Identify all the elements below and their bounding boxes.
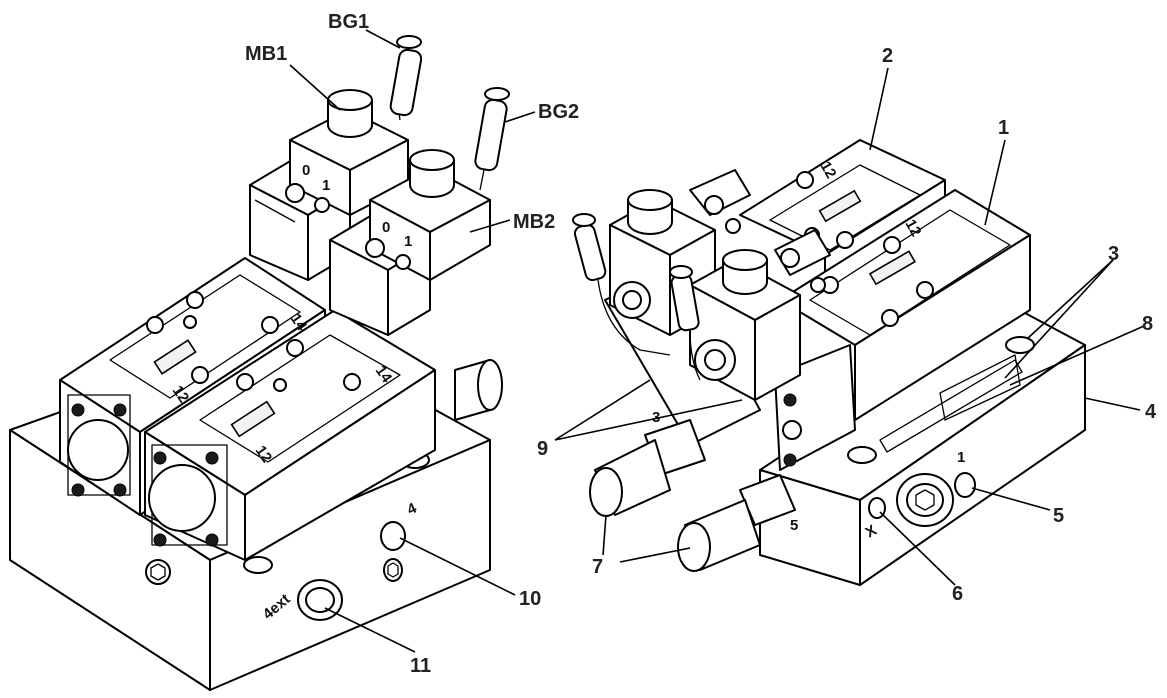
- left-assembly: 4 4ext 14 14 12 12 0 1 0 1 BG1 MB1 BG2 M…: [9, 11, 579, 691]
- leader-9a: [554, 379, 651, 441]
- leader-7a: [602, 514, 607, 556]
- label-6: 6: [952, 583, 963, 605]
- sensor-bg2: [474, 87, 510, 191]
- label-3: 3: [1108, 243, 1119, 265]
- label-4: 4: [1145, 401, 1157, 423]
- leader-bg1: [365, 29, 401, 49]
- leader-3a: [1027, 259, 1114, 339]
- left-coil-12-b-stamp: 12: [252, 443, 275, 466]
- right-assembly: 1 X 5 3 12 12 2 1 3 8 4 5 6 7 9: [537, 45, 1157, 605]
- label-1: 1: [998, 117, 1009, 139]
- solenoid-mb1: [249, 89, 409, 281]
- solenoid-mb2: [329, 149, 491, 336]
- leader-11: [324, 607, 416, 653]
- leader-7b: [619, 547, 691, 563]
- sensor-bg1: [389, 35, 423, 121]
- silencer-port-3: [589, 419, 706, 517]
- left-rear-cylinder: [454, 359, 503, 421]
- label-mb1: MB1: [245, 43, 287, 65]
- right-connector-b: [669, 265, 701, 381]
- left-valve-b: [144, 309, 436, 561]
- right-coil-12-a-stamp: 12: [817, 159, 840, 182]
- left-solenoid-0-b-stamp: 0: [382, 219, 390, 236]
- left-solenoid-0-a-stamp: 0: [302, 162, 310, 179]
- leader-2: [869, 67, 889, 151]
- right-coil-12-b-stamp: 12: [902, 217, 925, 240]
- leader-8: [1009, 325, 1145, 386]
- label-11: 11: [410, 655, 431, 677]
- label-mb2: MB2: [513, 211, 555, 233]
- left-coil-12-a-stamp: 12: [169, 383, 192, 406]
- leader-4: [1084, 397, 1141, 411]
- label-bg2: BG2: [538, 101, 579, 123]
- left-solenoid-1-a-stamp: 1: [322, 177, 330, 194]
- silencer-port-5: [677, 474, 796, 572]
- label-7: 7: [592, 556, 603, 578]
- label-9: 9: [537, 438, 548, 460]
- right-port-1-stamp: 1: [957, 449, 965, 466]
- label-2: 2: [882, 45, 893, 67]
- leader-5: [971, 487, 1051, 511]
- leader-mb1: [289, 64, 341, 111]
- leader-bg2: [504, 111, 536, 123]
- leader-9b: [554, 399, 743, 441]
- label-5: 5: [1053, 505, 1064, 527]
- right-valve-front: [774, 189, 1031, 471]
- leader-3b: [1004, 259, 1114, 379]
- right-solenoid-b: [689, 229, 831, 401]
- right-port-3-stamp: 3: [652, 409, 660, 426]
- leader-10: [399, 537, 516, 596]
- label-8: 8: [1142, 313, 1153, 335]
- right-connector-a: [572, 213, 671, 356]
- leader-1: [984, 139, 1006, 226]
- right-port-5-stamp: 5: [790, 517, 798, 534]
- leader-6: [879, 511, 956, 586]
- label-bg1: BG1: [328, 11, 369, 33]
- label-10: 10: [519, 588, 541, 610]
- left-solenoid-1-b-stamp: 1: [404, 233, 412, 250]
- leader-mb2: [469, 219, 511, 233]
